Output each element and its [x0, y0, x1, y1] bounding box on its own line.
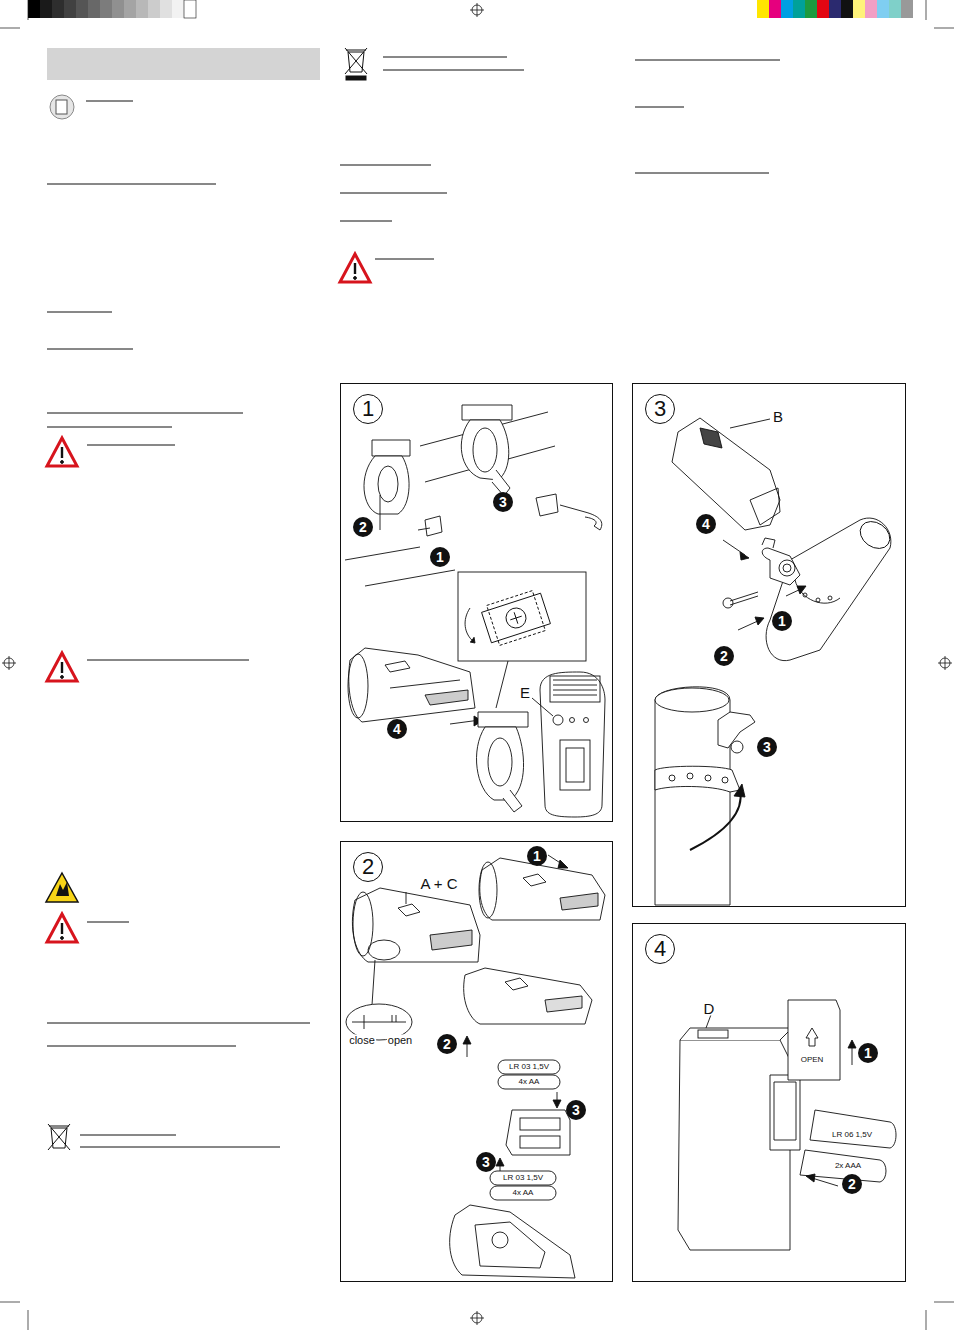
- callout-number: 3: [493, 492, 513, 512]
- step-panel: 1: [340, 383, 613, 822]
- step-panel: 4: [632, 923, 906, 1282]
- callout-number: 1: [430, 547, 450, 567]
- switch-label: close: [348, 1035, 376, 1046]
- part-letter: A + C: [419, 876, 458, 891]
- callout-number: 3: [757, 737, 777, 757]
- callout-number: 2: [437, 1034, 457, 1054]
- battery-label: LR 03 1,5V: [502, 1174, 544, 1182]
- step-number: 3: [645, 394, 675, 424]
- battery-label: OPEN: [800, 1056, 825, 1064]
- part-letter: E: [519, 685, 531, 700]
- part-letter: D: [703, 1001, 716, 1016]
- callout-number: 1: [772, 611, 792, 631]
- callout-number: 2: [353, 517, 373, 537]
- callout-number: 2: [842, 1174, 862, 1194]
- battery-label: LR 06 1,5V: [831, 1131, 873, 1139]
- battery-label: 4x AA: [518, 1078, 541, 1086]
- battery-label: 4x AA: [512, 1189, 535, 1197]
- step-number: 4: [645, 934, 675, 964]
- battery-label: 2x AAA: [834, 1162, 862, 1170]
- step-number: 1: [353, 394, 383, 424]
- battery-label: LR 03 1,5V: [508, 1063, 550, 1071]
- callout-number: 2: [714, 646, 734, 666]
- callout-number: 1: [858, 1043, 878, 1063]
- step-panel: 3: [632, 383, 906, 907]
- callout-number: 4: [696, 514, 716, 534]
- switch-label: open: [387, 1035, 413, 1046]
- part-letter: B: [772, 409, 784, 424]
- step-panel: 2: [340, 841, 613, 1282]
- step-number: 2: [353, 852, 383, 882]
- callout-number: 1: [527, 846, 547, 866]
- callout-number: 3: [476, 1152, 496, 1172]
- callout-number: 4: [387, 719, 407, 739]
- callout-number: 3: [566, 1100, 586, 1120]
